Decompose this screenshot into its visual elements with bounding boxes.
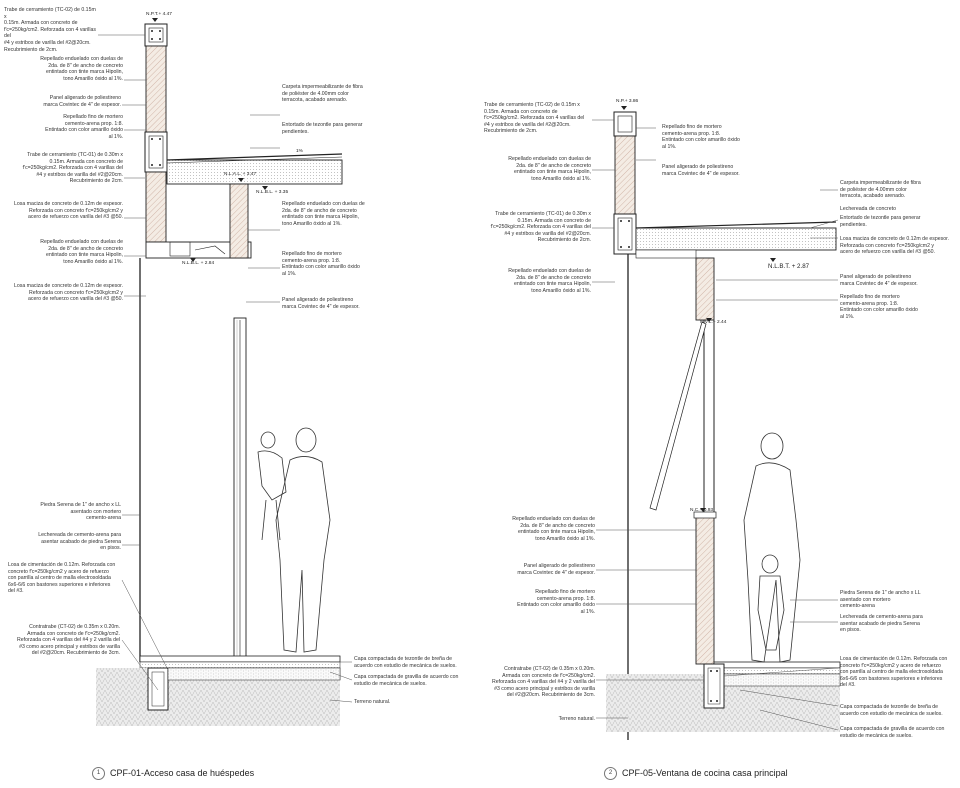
beam-tc02 — [144, 23, 168, 47]
note-d1-rb1: Capa compactada de gravilla de acuerdo c… — [354, 674, 459, 687]
window-sash — [649, 321, 707, 511]
detail-1-section — [96, 18, 353, 726]
note-d2-rb4: Capa compactada de gravilla de acuerdo c… — [840, 726, 945, 739]
detail-2-section — [592, 106, 841, 740]
level-nlbl-1: N.L.B.L. + 3.35 — [256, 190, 289, 195]
note-d1-lb3: Contratrabe (CT-02) de 0.35m x 0.20m.Arm… — [17, 624, 120, 657]
note-d2-r3: Lechereada de concreto — [840, 206, 896, 212]
beam-tc01-2 — [613, 213, 637, 255]
note-d2-lb3: Contratrabe (CT-02) de 0.35m x 0.20m.Arm… — [492, 666, 595, 699]
level-nc-2: N.C.+ 0.93 — [690, 508, 714, 513]
note-d2-rb2: Losa de cimentación de 0.12m. Reforzada … — [840, 656, 948, 689]
note-d1-l5: Losa maciza de concreto de 0.12m de espe… — [13, 201, 123, 221]
footing-ct02-2 — [703, 663, 725, 709]
note-d1-rb2: Terreno natural. — [354, 699, 391, 705]
roof-slab-2 — [635, 227, 837, 251]
leaders-detail-1 — [98, 34, 353, 703]
caption-detail-1: CPF-01-Acceso casa de huéspedes — [110, 768, 255, 778]
note-d1-lb2: Losa de cimentación de 0.12m. Reforzada … — [8, 562, 116, 595]
note-d1-l7: Losa maciza de concreto de 0.12m de espe… — [13, 283, 123, 303]
level-nlbl2-1: N.L.B.L. + 2.84 — [182, 261, 215, 266]
level-nlbt-2: N.L.B.T. + 2.87 — [768, 263, 810, 270]
people-illustration-1 — [257, 427, 331, 653]
people-illustration-2 — [743, 432, 801, 663]
upper-wall-panel — [145, 45, 167, 133]
beam-tc01 — [144, 131, 168, 173]
note-d2-lb4: Terreno natural. — [558, 716, 595, 722]
level-nlat-1: N.L.A.L. + 3.47 — [224, 172, 257, 177]
floor-finish — [139, 655, 341, 663]
caption-detail-2: CPF-05-Ventana de cocina casa principal — [622, 768, 788, 778]
note-d2-r5: Losa maciza de concreto de 0.12m de espe… — [840, 236, 950, 256]
leaders-detail-2 — [592, 119, 839, 731]
level-npt-2: N.P.+ 3.86 — [616, 99, 639, 104]
slope-label-1: 1% — [296, 149, 303, 154]
level-npt-1: N.P.T.+ 4.47 — [146, 12, 172, 17]
level-nvl-2: N.V.L.+ 2.44 — [700, 320, 727, 325]
detail-number-2: 2 — [604, 767, 617, 780]
beam-tc02-2 — [613, 111, 637, 137]
detail-number-1: 1 — [92, 767, 105, 780]
